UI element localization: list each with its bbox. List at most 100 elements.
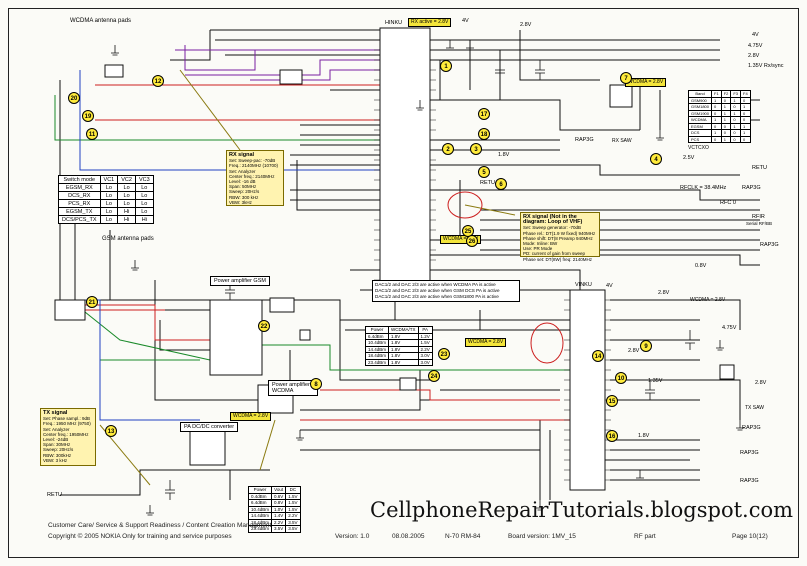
table-cell: GSM900 xyxy=(687,96,713,104)
table-cell: 14.4dBm xyxy=(364,345,390,353)
table-cell: EGSM_TX xyxy=(58,207,101,216)
table-cell: Lo xyxy=(99,191,119,200)
note-line: Sweep: 20Hz/s xyxy=(229,189,260,195)
table-cell: Lo xyxy=(99,183,119,192)
note-line: PD: current of gain from sweep xyxy=(523,251,586,257)
table-cell: PCS_RX xyxy=(58,199,101,208)
rail-label: 2.8V xyxy=(658,290,670,296)
wcdma-tag: WCDMA = 2.8V xyxy=(440,235,482,244)
table-cell: Lo xyxy=(117,199,136,208)
footer-version: Version: 1.0 xyxy=(335,533,370,540)
rap3g-label: RAP3G xyxy=(760,242,779,248)
tx-signal-note: TX signal Set: Phase sampl.: 9dB Freq.: … xyxy=(40,408,96,466)
rail-label: 2.8V xyxy=(628,348,640,354)
table-cell: PCS xyxy=(687,135,713,143)
table-cell: 0 xyxy=(740,109,751,117)
footer-date: 08.08.2005 xyxy=(392,533,425,540)
rfir-sub-label: Serial RF/BB xyxy=(746,221,773,226)
rail-label: 1.8V xyxy=(498,152,510,158)
table-cell: Hi xyxy=(117,215,136,224)
rap3g-label: RAP3G xyxy=(742,425,761,431)
rail-label: 4V xyxy=(752,32,759,38)
rfir-label: RFIR xyxy=(752,214,765,220)
test-point-marker: 21 xyxy=(86,296,98,308)
table-cell: Lo xyxy=(134,191,154,200)
table-cell: Lo xyxy=(117,191,136,200)
table-cell: 3.5V xyxy=(271,525,287,533)
test-point-marker: 15 xyxy=(606,395,618,407)
test-point-marker: 6 xyxy=(495,178,507,190)
note-line: Freq.: 1950 MHz (9750) xyxy=(43,421,91,427)
rail-label: 2.8V xyxy=(755,380,767,386)
wcdma-tag: WCDMA = 2.8V xyxy=(690,297,726,303)
rail-label: 2.5V xyxy=(683,155,695,161)
table-header-cell: VC1 xyxy=(99,175,119,184)
wcdma-tag: WCDMA = 2.8V xyxy=(465,338,507,347)
rail-label: 4.75V xyxy=(748,43,763,49)
table-cell: 1 xyxy=(720,135,732,143)
note-line: Set: Sweep generator: -70dB xyxy=(523,225,582,231)
table-cell: 3.0V xyxy=(417,358,433,366)
table-cell: EGSM_RX xyxy=(58,183,101,192)
note-line: Phase rel.: DT(1.9 W fixed) 940MHz xyxy=(523,230,596,236)
note-line: Set: Analyzer xyxy=(229,168,256,174)
rfclk-label: RFCLK = 38.4MHz xyxy=(680,185,727,191)
note-line: Set: Analyzer xyxy=(43,426,70,432)
test-point-marker: 12 xyxy=(152,75,164,87)
test-point-marker: 24 xyxy=(428,370,440,382)
table-cell: 0 xyxy=(740,96,751,104)
drawing-frame xyxy=(8,8,799,558)
table-cell: 10.4dBm xyxy=(247,505,273,513)
wcdma-tag: WCDMA = 2.8V xyxy=(230,412,272,421)
note-line: Use: PR Mode xyxy=(523,246,553,252)
table-header-cell: Switch mode xyxy=(58,175,101,184)
table-cell: 1.5V xyxy=(285,505,301,513)
table-cell: GSM1900 xyxy=(687,109,713,117)
pa-dcdc-title: PA DC/DC converter xyxy=(180,422,239,432)
table-header-cell: Band xyxy=(687,90,713,98)
test-point-marker: 18 xyxy=(478,128,490,140)
table-cell: Hi xyxy=(134,215,154,224)
table-cell: Lo xyxy=(99,207,119,216)
rail-label: 4V xyxy=(606,283,613,289)
note-line: Level: -24dB xyxy=(43,437,69,443)
wcdma-antenna-label: WCDMA antenna pads xyxy=(70,18,132,24)
table-cell: 1.0V xyxy=(271,505,287,513)
table-cell: Lo xyxy=(134,199,154,208)
note-line: VBW: 3kHz xyxy=(229,199,252,205)
note-line: Center freq.: 1950MHz xyxy=(43,431,89,437)
test-point-marker: 5 xyxy=(478,166,490,178)
rail-label: 2.8V xyxy=(520,22,532,28)
note-line: Sweep: 20Hz/s xyxy=(43,447,74,453)
rail-label: 0.8V xyxy=(695,263,707,269)
table-cell: Hi xyxy=(117,207,136,216)
vinku-label: VINKU xyxy=(575,282,592,288)
table-header-cell: VC3 xyxy=(134,175,154,184)
note-line: Set: Phase sampl.: 9dB xyxy=(43,416,91,422)
rail-label: 4.75V xyxy=(722,325,737,331)
rx-active-tag: RX active = 2.8V xyxy=(408,18,452,27)
rfc-label: RFC 0 xyxy=(720,200,736,206)
test-point-marker: 9 xyxy=(640,340,652,352)
table-cell: 2.2V xyxy=(285,512,301,520)
test-point-marker: 23 xyxy=(438,348,450,360)
watermark-text: CellphoneRepairTutorials.blogspot.com xyxy=(370,498,794,522)
table-cell: 2.2V xyxy=(271,518,287,526)
table-cell: 1.8V xyxy=(388,358,419,366)
dac-note: DAC1/2 and DAC 2/3 are active when GSM D… xyxy=(375,288,500,293)
table-cell: Lo xyxy=(134,183,154,192)
vctcxo-label: VCTCXO xyxy=(688,145,709,151)
gsm-antenna-label: GSM antenna pads xyxy=(102,236,154,242)
